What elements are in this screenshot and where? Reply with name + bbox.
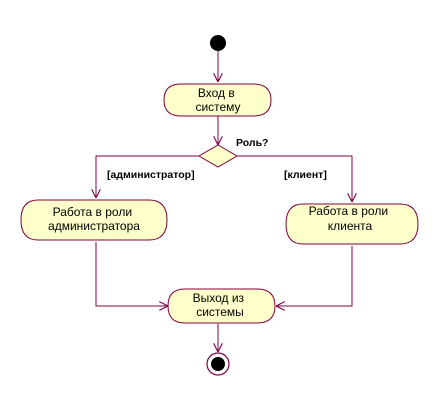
activity-admin: Работа в роли администратора [20, 199, 168, 241]
client-line-2: клиента [328, 219, 373, 233]
edge-decision-to-client [237, 155, 352, 202]
decision-label: Роль? [236, 137, 268, 149]
activity-login: Вход в систему [163, 83, 272, 117]
initial-node [210, 35, 226, 51]
admin-line-1: Работа в роли [53, 205, 132, 219]
activity-client: Работа в роли клиента [285, 203, 419, 245]
svg-text:Работа в роли клиента: Работа в роли клиента [309, 204, 392, 233]
svg-text:Вход в систему: Вход в систему [195, 86, 240, 114]
edge-admin-to-logout [95, 242, 168, 306]
admin-line-2: администратора [48, 219, 140, 233]
logout-line-1: Выход из [193, 291, 245, 305]
activity-logout: Выход из системы [167, 288, 276, 324]
final-node [206, 352, 230, 376]
svg-text:Работа в роли администра: Работа в роли администратора [48, 205, 140, 233]
client-line-1: Работа в роли [309, 204, 388, 218]
guard-admin: [администратор] [107, 169, 195, 181]
decision-role: Роль? [198, 137, 268, 168]
edge-decision-to-admin [96, 155, 199, 198]
login-line-2: систему [195, 100, 240, 114]
edges [96, 51, 352, 352]
login-line-1: Вход в [198, 86, 235, 100]
logout-line-2: системы [196, 305, 244, 319]
guard-client: [клиент] [284, 169, 327, 181]
edge-client-to-logout [276, 246, 353, 306]
svg-text:Выход из системы: Выход из системы [193, 291, 248, 319]
